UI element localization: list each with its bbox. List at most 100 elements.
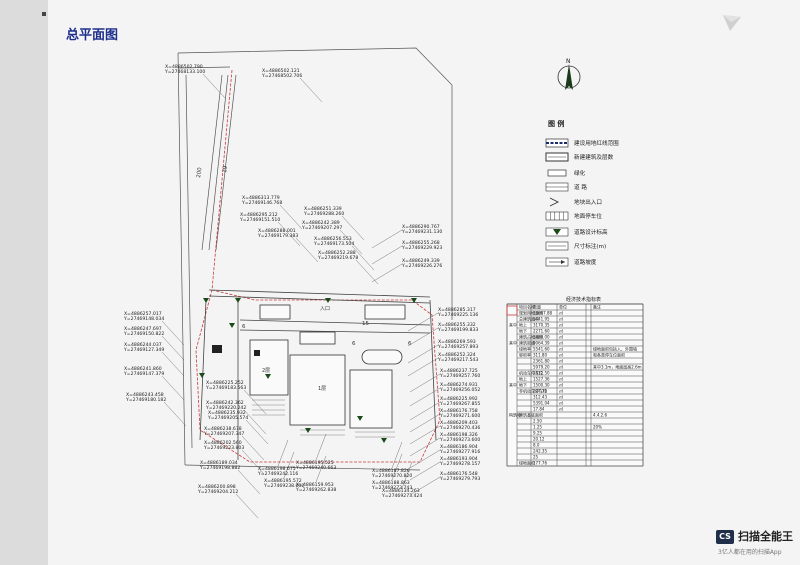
legend-item: 绿化 <box>547 169 586 177</box>
dimension-labels: 200 19 15 6 6 6 <box>196 165 412 347</box>
legend-item-label: 道 路 <box>574 183 587 191</box>
coord-y-label: Y=27469226.276 <box>401 263 442 269</box>
coord-y-label: Y=27469150.822 <box>123 331 164 337</box>
coord-y-label: Y=27469238.002 <box>263 483 304 489</box>
table-cell: 2271.60 <box>533 329 550 334</box>
coord-y-label: Y=27469271.600 <box>439 413 480 419</box>
legend-item: 地面停车位 <box>545 211 602 221</box>
table-cell: 构筑物 <box>509 412 521 418</box>
green-rectangle-icon <box>547 169 567 177</box>
coord-x-label: X=4886198.675 <box>258 466 296 472</box>
elevation-triangle <box>265 374 271 379</box>
legend-item: 尺寸标注(m) <box>545 241 606 251</box>
coord-y-label: Y=27469127.349 <box>123 347 164 353</box>
coord-y-label: Y=27469273.600 <box>439 437 480 443</box>
table-cell: 3170.35 <box>533 323 550 328</box>
slope-arrow-icon <box>545 257 569 267</box>
coord-y-label: Y=27469199.833 <box>437 327 478 333</box>
table-cell: 建筑基底面积 <box>519 412 543 418</box>
table-header-cell: 单位 <box>559 304 567 310</box>
coord-x-label: X=4886225.992 <box>440 396 478 402</box>
table-cell: 20.12 <box>533 437 545 442</box>
legend-item-label: 新建建筑及层数 <box>574 153 614 161</box>
table-cell: 25 <box>533 455 539 460</box>
coord-y-label: Y=27469257.760 <box>439 373 480 379</box>
coord-y-label: Y=27469148.034 <box>123 316 164 322</box>
road-lines-icon <box>545 182 569 192</box>
table-cell: 4.4.2.6 <box>593 413 607 418</box>
coord-y-label: Y=27469267.855 <box>439 401 480 407</box>
legend-item-label: 地块出入口 <box>574 198 602 206</box>
table-cell: 177.76 <box>533 461 547 466</box>
coord-x-label: X=4886235.932 <box>208 410 246 416</box>
elevation-triangle <box>235 298 241 303</box>
scanner-slogan: 3亿人都在用的扫描App <box>718 549 782 556</box>
table-cell: 1527.36 <box>533 377 550 382</box>
table-cell: 建筑密度 <box>519 340 535 346</box>
table-cell: 绿地面积包括入、外围墙 <box>593 346 637 352</box>
coord-y-label: Y=27469225.136 <box>437 312 478 318</box>
coord-x-label: X=4886237.725 <box>440 368 478 374</box>
table-cell: ㎡ <box>559 328 563 334</box>
coord-y-label: Y=27469205.574 <box>207 415 248 421</box>
elevation-triangle <box>411 298 417 303</box>
table-cell: 其中 <box>509 322 517 328</box>
coord-x-label: X=4886242.362 <box>206 400 244 406</box>
legend-item-label: 建设用地红线范围 <box>574 139 619 147</box>
coord-x-label: X=4886285.317 <box>438 307 476 313</box>
coord-y-label: Y=27469173.504 <box>313 241 354 247</box>
table-cell: 和各类停车位面积 <box>593 352 625 358</box>
table-cell: ㎡ <box>559 316 563 322</box>
building-label: 1层 <box>318 386 326 392</box>
table-cell: ㎡ <box>559 400 563 406</box>
triangle-elevation-icon <box>545 227 569 237</box>
coord-y-label: Y=27469273.424 <box>381 493 422 499</box>
parking-grid-icon <box>545 211 569 221</box>
coord-x-label: X=4886290.767 <box>402 224 440 230</box>
table-red-mark <box>506 305 518 316</box>
elevation-triangle <box>199 373 205 378</box>
legend-item: 道路坡度 <box>545 257 597 267</box>
table-cell: 地下 <box>519 328 527 334</box>
coord-y-label: Y=27468133.100 <box>164 69 205 75</box>
coord-x-label: X=4886189.034 <box>200 460 238 466</box>
coord-y-label: Y=27469179.383 <box>257 233 298 239</box>
page-title: 总平面图 <box>66 28 119 43</box>
legend-item-label: 地面停车位 <box>574 212 602 220</box>
dark-marks <box>212 345 260 356</box>
coord-x-label: X=4886251.339 <box>304 206 342 212</box>
table-cell: 其中 <box>509 340 517 346</box>
table-cell: 5541.60 <box>533 347 550 352</box>
dimension-label: 19 <box>222 165 229 173</box>
arrow-entrance-icon <box>549 197 560 207</box>
table-cell: 机动车停车位 <box>519 370 543 376</box>
table-cell: 地上 <box>519 322 527 328</box>
scanner-corner-icon <box>723 15 741 31</box>
dimension-line-icon <box>545 241 569 251</box>
table-header-cell: 项目名称 <box>519 304 535 310</box>
legend-item: 建设用地红线范围 <box>545 138 619 148</box>
outer-site-boundary <box>177 47 453 471</box>
elevation-triangle <box>357 416 363 421</box>
document-sheet <box>48 0 800 565</box>
coord-y-label: Y=27469204.212 <box>197 489 238 495</box>
coord-x-label: X=4886202.560 <box>204 440 242 446</box>
table-cell: 建筑占地面积 <box>519 334 543 340</box>
table-cell: ㎡ <box>559 382 563 388</box>
table-cell: ㎡ <box>559 376 563 382</box>
table-cell: 绿地面积 <box>519 460 535 466</box>
coord-x-label: X=4886195.572 <box>264 478 302 484</box>
table-cell: 5391.04 <box>533 401 550 406</box>
building-label: 2层 <box>262 368 270 374</box>
table-cell: 2.50 <box>533 419 542 424</box>
table-cell: 2486.00 <box>533 335 550 340</box>
table-cell: 非机动车停车位 <box>519 388 547 394</box>
coord-x-label: X=4886242.389 <box>302 220 340 226</box>
coord-x-label: X=4886186.904 <box>440 444 478 450</box>
elevation-triangle <box>381 438 387 443</box>
elevation-triangle <box>305 428 311 433</box>
coord-y-label: Y=27469147.379 <box>123 371 164 377</box>
table-cell: 1500.30 <box>533 383 550 388</box>
